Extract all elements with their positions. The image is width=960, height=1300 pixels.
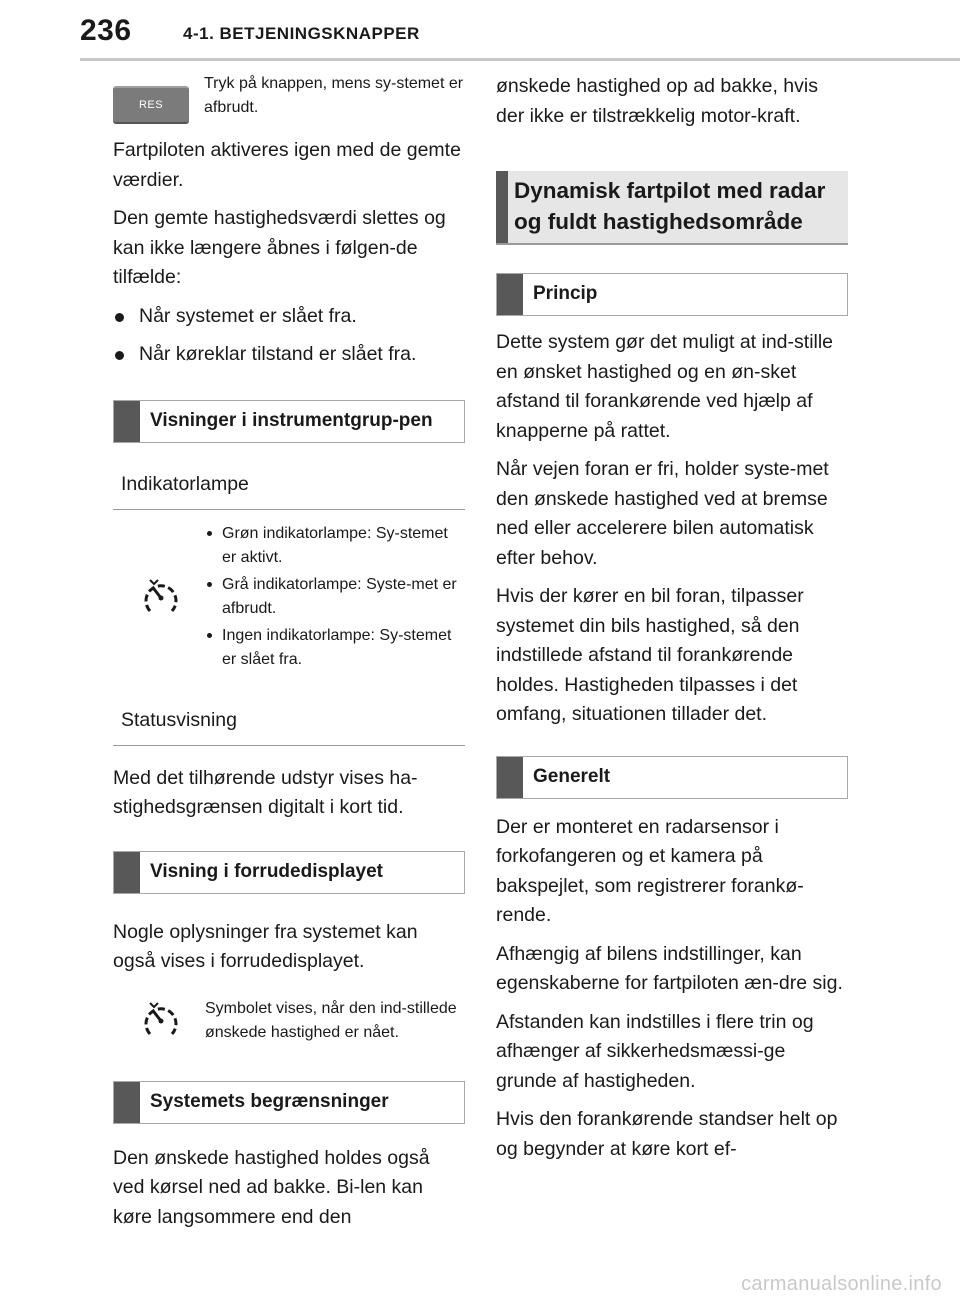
paragraph: Med det tilhørende udstyr vises ha-stigh… [113, 766, 418, 819]
hud-note-text: Symbolet vises, når den ind-stillede øns… [205, 999, 457, 1041]
res-button-icon: RES [113, 86, 189, 124]
section-heading: Visning i forrudedisplayet [113, 850, 465, 894]
cruise-control-speedometer-icon [144, 579, 178, 613]
list-item: Grøn indikatorlampe: Sy-stemet er aktivt… [205, 522, 465, 570]
heading-text: Visning i forrudedisplayet [150, 860, 383, 882]
minor-heading: Indikatorlampe [113, 469, 465, 510]
section-heading: Systemets begrænsninger [113, 1080, 465, 1124]
paragraph: Afstanden kan indstilles i flere trin og… [496, 1010, 814, 1092]
hud-note: Symbolet vises, når den ind-stillede øns… [113, 997, 465, 1045]
bullet-item: Når køreklar tilstand er slået fra. [113, 340, 465, 370]
heading-text: Systemets begrænsninger [150, 1090, 389, 1112]
paragraph: Afhængig af bilens indstillinger, kan eg… [496, 942, 843, 995]
indicator-list: Grøn indikatorlampe: Sy-stemet er aktivt… [205, 522, 465, 675]
res-note: RES Tryk på knappen, mens sy-stemet er a… [113, 72, 465, 124]
paragraph: Hvis der kører en bil foran, tilpasser s… [496, 585, 804, 725]
paragraph: Den ønskede hastighed holdes også ved kø… [113, 1146, 430, 1228]
heading-text: Princip [533, 283, 598, 304]
paragraph: Dette system gør det muligt at ind-still… [496, 331, 834, 442]
paragraph: Når vejen foran er fri, holder syste-met… [496, 458, 829, 569]
heading-bar [114, 851, 140, 893]
section-heading: Visninger i instrumentgrup-pen [113, 399, 465, 443]
list-item: Ingen indikatorlampe: Sy-stemet er slået… [205, 624, 465, 672]
main-heading: Dynamisk fartpilot med radar og fuldt ha… [496, 171, 848, 245]
paragraph: Der er monteret en radarsensor i forkofa… [496, 815, 804, 927]
heading-text: Visninger i instrumentgrup-pen [150, 409, 433, 431]
heading-bar [114, 400, 140, 442]
left-column: RES Tryk på knappen, mens sy-stemet er a… [113, 72, 465, 1241]
paragraph: Hvis den forankørende standser helt op o… [496, 1108, 838, 1160]
princip-body: Dette system gør det muligt at ind-still… [496, 328, 848, 730]
section-heading: Generelt [496, 755, 848, 799]
paragraph: Den gemte hastighedsværdi slettes og kan… [113, 207, 446, 288]
heading-bar [497, 756, 523, 798]
res-note-text: Tryk på knappen, mens sy-stemet er afbru… [204, 75, 464, 116]
page-number: 236 [80, 14, 132, 47]
generelt-body: Der er monteret en radarsensor i forkofa… [496, 813, 848, 1165]
watermark: carmanualsonline.info [741, 1273, 942, 1295]
hud-icon-cell [113, 1001, 205, 1041]
header-rule [80, 58, 960, 61]
cruise-control-speedometer-icon [144, 1001, 178, 1035]
bullet-item: Når systemet er slået fra. [113, 302, 465, 332]
heading-bar [496, 171, 508, 243]
paragraph: Fartpiloten aktiveres igen med de gemte … [113, 139, 461, 191]
heading-text: Generelt [533, 765, 611, 787]
paragraph: ønskede hastighed op ad bakke, hvis der … [496, 75, 818, 127]
main-heading-text: Dynamisk fartpilot med radar og fuldt ha… [514, 178, 826, 234]
list-item: Grå indikatorlampe: Syste-met er afbrudt… [205, 573, 465, 621]
section-title: 4-1. BETJENINGSKNAPPER [183, 24, 420, 43]
indicator-icon-cell [113, 578, 205, 618]
indicator-note: Grøn indikatorlampe: Sy-stemet er aktivt… [113, 522, 465, 675]
right-column: ønskede hastighed op ad bakke, hvis der … [496, 72, 848, 1173]
section-heading: Princip [496, 273, 848, 316]
paragraph: Nogle oplysninger fra systemet kan også … [113, 920, 418, 973]
minor-heading: Statusvisning [113, 705, 465, 746]
heading-bar [497, 274, 523, 315]
heading-bar [114, 1081, 140, 1123]
